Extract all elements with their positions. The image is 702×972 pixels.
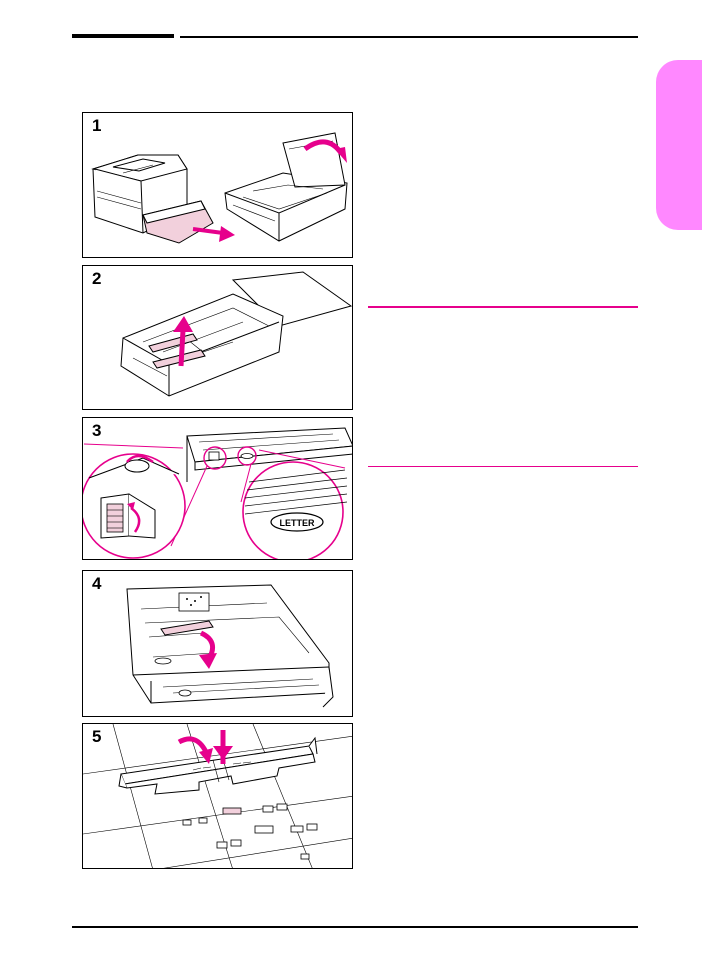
note-rule-top	[368, 306, 638, 308]
footer-rule	[72, 926, 638, 928]
step-5-panel: 5	[82, 723, 353, 869]
step-2-illustration	[120, 271, 352, 397]
step-5-illustration	[83, 724, 352, 868]
step-number: 3	[92, 421, 102, 440]
step-4-illustration	[126, 584, 334, 708]
step-number: 4	[92, 574, 102, 593]
header-rule-thin	[180, 36, 638, 38]
step-3-panel: 3	[82, 417, 353, 560]
step-4-panel: 4	[82, 570, 353, 717]
step-2-panel: 2	[82, 265, 353, 410]
step-3-illustration: LETTER	[83, 427, 352, 559]
chapter-tab	[656, 60, 702, 230]
step-1-illustration	[91, 132, 348, 244]
step-number: 1	[92, 116, 102, 135]
step-number: 2	[92, 269, 102, 288]
step-number: 5	[92, 727, 102, 746]
note-rule-bottom	[368, 466, 638, 467]
header-rule-thick	[72, 34, 174, 38]
step-1-panel: 1	[82, 112, 353, 258]
size-label: LETTER	[280, 518, 315, 528]
